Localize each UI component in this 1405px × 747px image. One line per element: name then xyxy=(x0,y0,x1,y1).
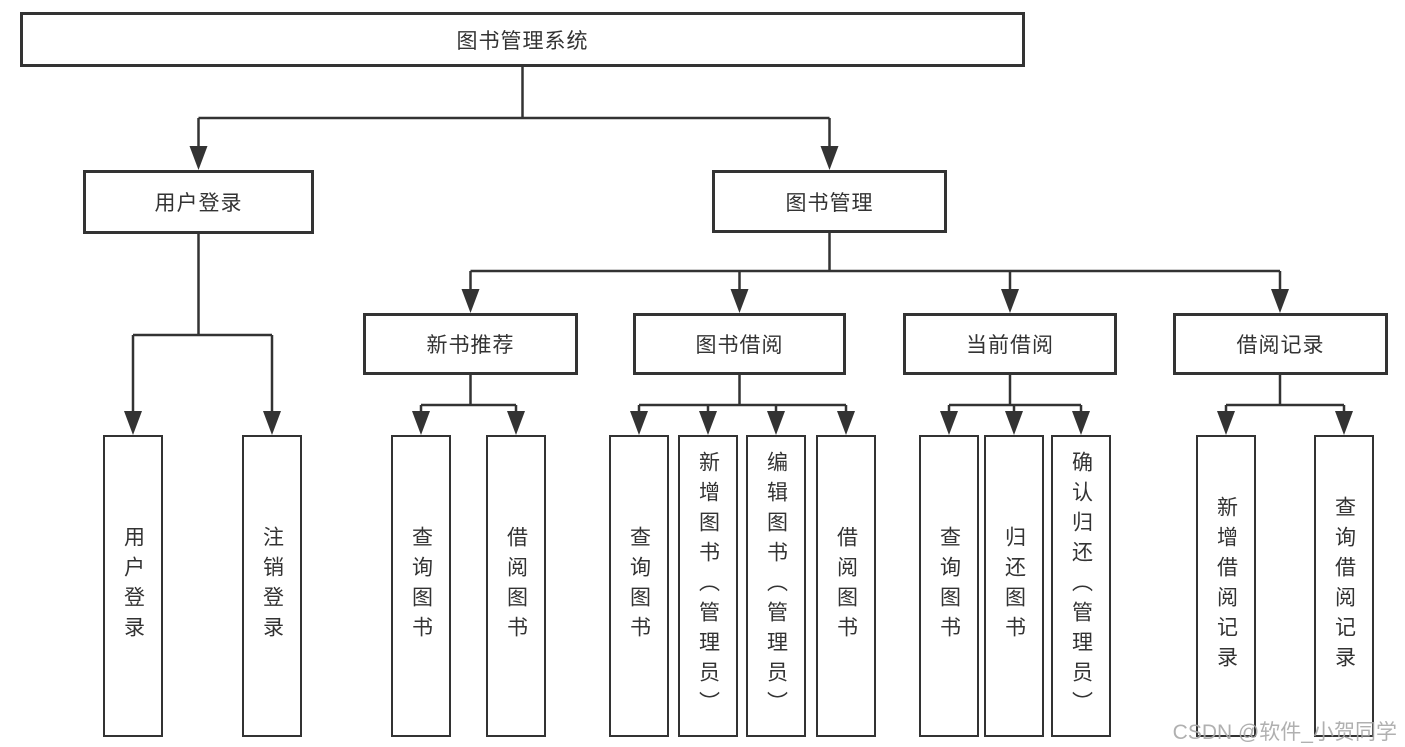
node-root: 图书管理系统 xyxy=(20,12,1025,67)
leaf-logout-label: 注销登录 xyxy=(260,526,284,646)
node-new-book-recommend-label: 新书推荐 xyxy=(426,334,515,357)
leaf-add-borrow-record-label: 新增借阅记录 xyxy=(1214,496,1238,676)
leaf-add-book-admin-label: 新增图书（管理员） xyxy=(696,451,720,721)
node-new-book-recommend: 新书推荐 xyxy=(363,313,578,375)
leaf-confirm-return-admin-label: 确认归还（管理员） xyxy=(1069,451,1093,721)
node-current-borrowing-label: 当前借阅 xyxy=(966,334,1054,357)
node-user-login-label: 用户登录 xyxy=(154,192,243,215)
leaf-edit-book-admin: 编辑图书（管理员） xyxy=(746,435,806,737)
leaf-user-login: 用户登录 xyxy=(103,435,163,737)
leaf-query-books-borrow-label: 查询图书 xyxy=(627,526,651,646)
leaf-query-borrow-record-label: 查询借阅记录 xyxy=(1332,496,1356,676)
node-root-label: 图书管理系统 xyxy=(456,29,589,53)
leaf-add-borrow-record: 新增借阅记录 xyxy=(1196,435,1256,737)
leaf-query-books-current-label: 查询图书 xyxy=(937,526,961,646)
leaf-logout: 注销登录 xyxy=(242,435,302,737)
leaf-borrow-books-recommend-label: 借阅图书 xyxy=(504,526,528,646)
leaf-return-book: 归还图书 xyxy=(984,435,1044,737)
leaf-confirm-return-admin: 确认归还（管理员） xyxy=(1051,435,1111,737)
leaf-borrow-books-recommend: 借阅图书 xyxy=(486,435,546,737)
leaf-query-books-borrow: 查询图书 xyxy=(609,435,669,737)
watermark: CSDN @软件_小贺同学 xyxy=(1172,721,1397,744)
node-book-management: 图书管理 xyxy=(712,170,947,233)
node-book-borrowing: 图书借阅 xyxy=(633,313,846,375)
leaf-borrow-books: 借阅图书 xyxy=(816,435,876,737)
node-user-login: 用户登录 xyxy=(83,170,314,234)
leaf-borrow-books-label: 借阅图书 xyxy=(834,526,858,646)
node-borrowing-records-label: 借阅记录 xyxy=(1236,334,1325,357)
leaf-user-login-label: 用户登录 xyxy=(121,526,145,646)
node-book-borrowing-label: 图书借阅 xyxy=(695,334,784,357)
node-borrowing-records: 借阅记录 xyxy=(1173,313,1388,375)
leaf-return-book-label: 归还图书 xyxy=(1002,526,1026,646)
leaf-query-borrow-record: 查询借阅记录 xyxy=(1314,435,1374,737)
node-book-management-label: 图书管理 xyxy=(785,191,874,215)
leaf-query-books-recommend-label: 查询图书 xyxy=(409,526,433,646)
node-current-borrowing: 当前借阅 xyxy=(903,313,1117,375)
leaf-add-book-admin: 新增图书（管理员） xyxy=(678,435,738,737)
leaf-query-books-current: 查询图书 xyxy=(919,435,979,737)
leaf-edit-book-admin-label: 编辑图书（管理员） xyxy=(764,451,788,721)
leaf-query-books-recommend: 查询图书 xyxy=(391,435,451,737)
